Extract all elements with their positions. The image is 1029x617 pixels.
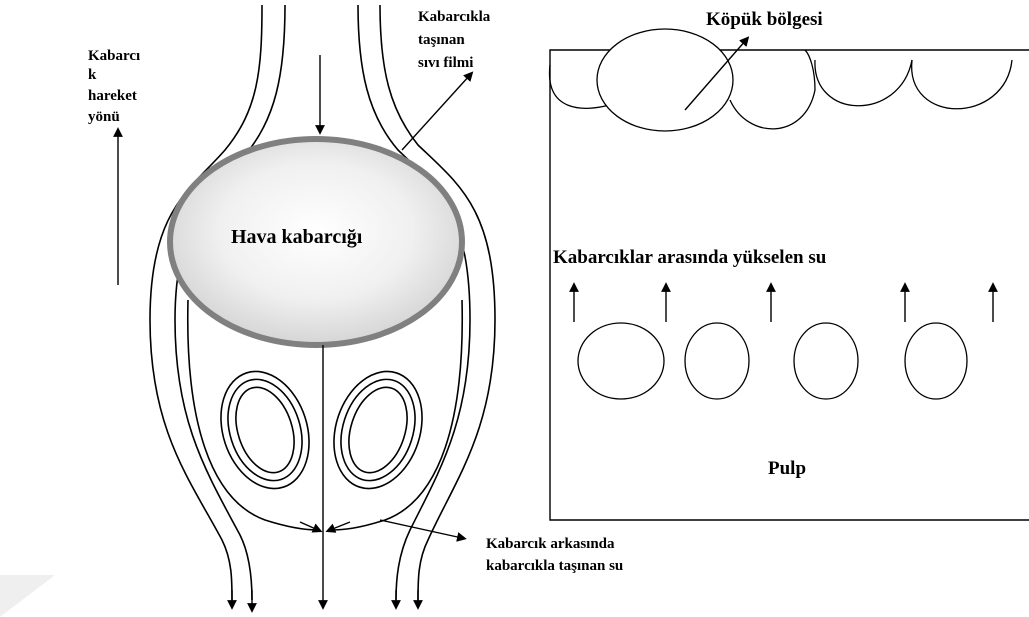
froth-bubble-3 (730, 50, 815, 129)
pulp-bubble-3 (794, 323, 858, 399)
film-pointer-arrow (402, 75, 470, 150)
wake-water-label: Kabarcık arkasında kabarcıkla taşınan su (486, 536, 623, 574)
pulp-label: Pulp (768, 458, 806, 479)
vortex-right-inner (339, 380, 418, 480)
froth-bubble-4 (815, 60, 912, 106)
froth-bubble-5 (912, 60, 1012, 109)
pulp-bubble-1 (578, 323, 664, 399)
cell-box (550, 50, 1029, 520)
vortex-left-mid (216, 370, 315, 491)
froth-bubble-2 (597, 29, 733, 131)
froth-bubbles (550, 29, 1012, 131)
rising-water-arrows (574, 287, 993, 322)
air-bubble-label: Hava kabarcığı (231, 226, 363, 248)
froth-zone-label: Köpük bölgesi (706, 9, 823, 30)
pulp-bubbles (578, 323, 967, 399)
right-diagram: Köpük bölgesi Kabarcıklar arasında yükse… (550, 9, 1029, 520)
pulp-bubble-4 (905, 323, 967, 399)
page-corner-shade (0, 575, 55, 617)
carried-film-label: Kabarcıkla taşınan sıvı filmi (418, 9, 494, 71)
movement-direction-label: Kabarcı k hareket yönü (88, 48, 144, 125)
vortex-left-inner (226, 380, 305, 480)
vortex-right-mid (329, 370, 428, 491)
pulp-bubble-2 (685, 323, 749, 399)
rising-water-label: Kabarcıklar arasında yükselen su (553, 247, 827, 268)
wake-label-arrow (380, 520, 462, 538)
